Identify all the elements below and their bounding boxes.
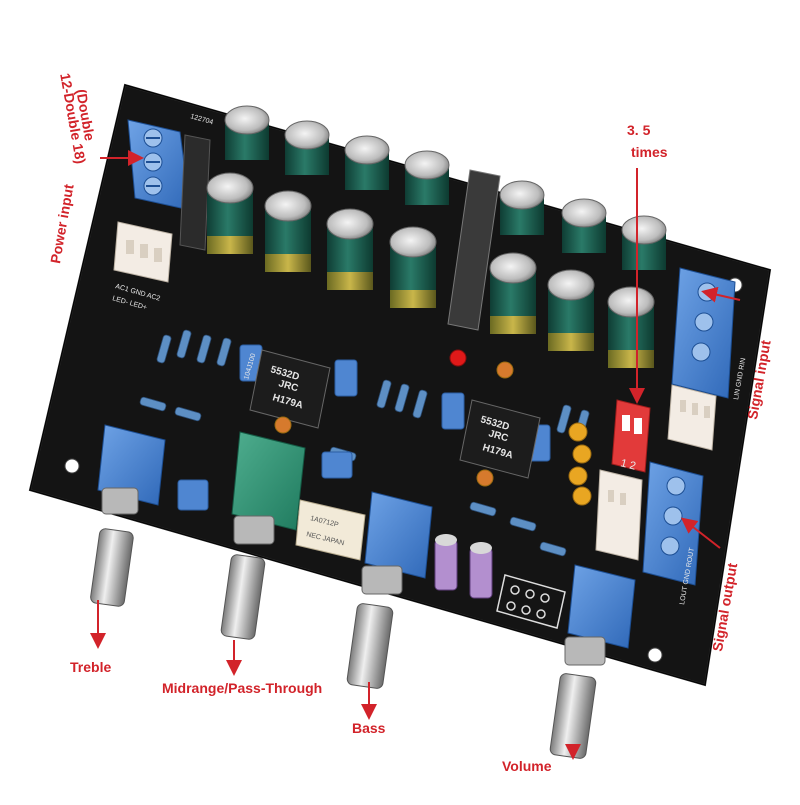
- capacitor: [499, 180, 545, 235]
- small-electrolytics: [434, 534, 493, 599]
- gain-label-line2: times: [631, 144, 668, 160]
- capacitor: [284, 120, 330, 175]
- opamp-chip-2: 5532D JRC H179A: [459, 399, 541, 479]
- red-led: [449, 349, 467, 367]
- capacitor: [404, 150, 450, 205]
- relay: 1A0712P NEC JAPAN: [295, 499, 366, 561]
- treble-label: Treble: [70, 659, 112, 675]
- capacitor: [224, 105, 270, 160]
- bass-potentiometer: [346, 491, 433, 689]
- ceramic-capacitors: [274, 361, 592, 506]
- volume-label: Volume: [502, 758, 552, 774]
- capacitor: [326, 208, 374, 290]
- signal-input-terminal: [671, 267, 736, 399]
- capacitor: [264, 190, 312, 272]
- midrange-label: Midrange/Pass-Through: [162, 680, 323, 696]
- treble-potentiometer: [90, 424, 166, 607]
- dip-switch: 1 2: [611, 399, 651, 473]
- capacitor: [489, 252, 537, 334]
- chip-line2: JRC: [487, 428, 509, 444]
- midrange-potentiometer: [220, 431, 306, 640]
- regulator-heatsink: [447, 169, 501, 331]
- annotation-arrows: [90, 150, 741, 760]
- capacitor: [607, 286, 655, 368]
- capacitor: [206, 172, 254, 254]
- signal-output-terminal: [642, 461, 704, 586]
- electrolytic-capacitors: [206, 105, 667, 368]
- capacitor: [389, 226, 437, 308]
- power-terminal-block: [127, 119, 191, 211]
- led-connector: [113, 221, 173, 283]
- capacitor: [561, 198, 607, 253]
- gain-label-line1: 3. 5: [627, 122, 651, 138]
- capacitor: [547, 269, 595, 351]
- rectifier-bridge: [179, 134, 211, 251]
- output-jst-connector: [595, 469, 643, 561]
- opamp-chip-1: 5532D JRC H179A: [249, 349, 331, 429]
- capacitor: [621, 215, 667, 270]
- mounting-hole: [64, 458, 80, 474]
- dip-numbers: 1 2: [619, 457, 637, 472]
- bass-label: Bass: [352, 720, 386, 736]
- socket-outline: [496, 574, 566, 629]
- mounting-hole: [647, 647, 663, 663]
- chip-line2: JRC: [277, 378, 299, 394]
- input-jst-connector: [667, 384, 717, 451]
- capacitor: [344, 135, 390, 190]
